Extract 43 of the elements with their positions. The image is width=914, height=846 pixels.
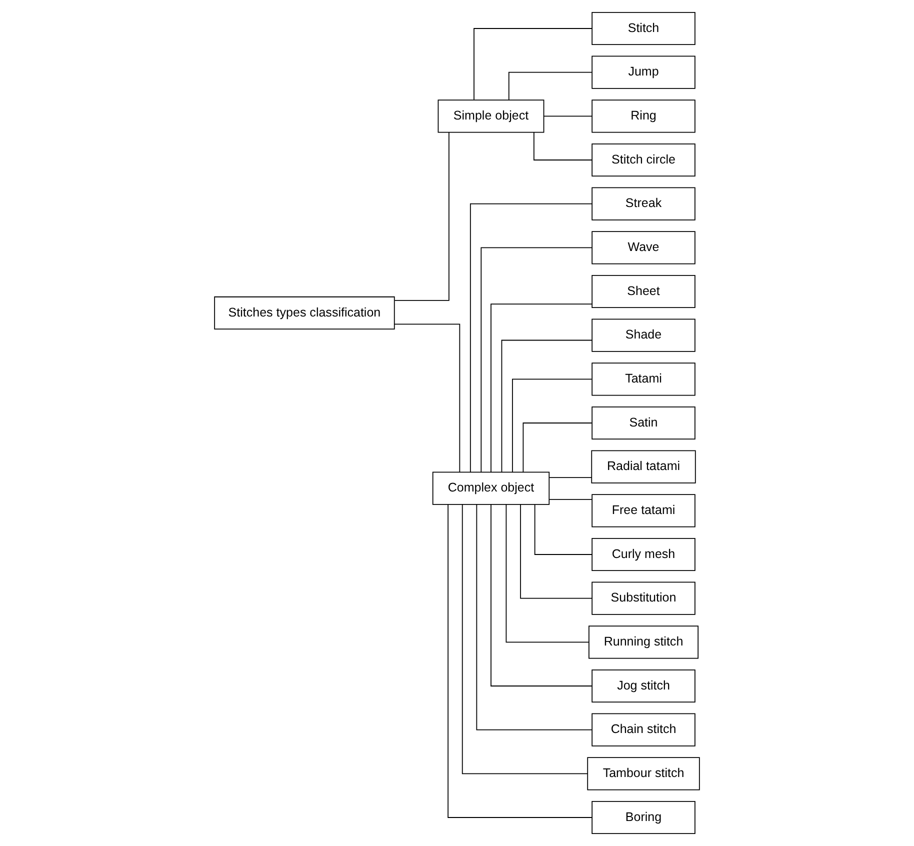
node-box: Simple object xyxy=(438,100,544,133)
connector xyxy=(476,504,592,730)
connector xyxy=(549,499,592,500)
connector xyxy=(480,247,592,473)
node-box: Complex object xyxy=(432,472,550,505)
node-box: Stitch circle xyxy=(592,143,696,177)
node-box: Free tatami xyxy=(592,494,696,528)
node-box: Chain stitch xyxy=(592,713,696,746)
node-box: Wave xyxy=(592,231,696,264)
connector xyxy=(490,304,592,472)
connector xyxy=(394,132,450,301)
connector xyxy=(394,324,460,472)
node-box: Boring xyxy=(592,800,696,834)
connector xyxy=(501,340,592,473)
connector xyxy=(490,504,592,686)
connector xyxy=(470,203,592,473)
connector xyxy=(474,28,592,100)
node-box: Ring xyxy=(592,100,696,133)
node-box: Radial tatami xyxy=(591,450,696,484)
node-box: Stitches types classification xyxy=(214,296,395,330)
connector xyxy=(512,378,592,473)
node-box: Sheet xyxy=(592,274,696,308)
connector xyxy=(533,132,592,160)
node-box: Stitch xyxy=(592,12,696,46)
connector xyxy=(462,504,588,774)
connector xyxy=(448,504,592,818)
node-box: Curly mesh xyxy=(592,538,696,572)
node-box: Running stitch xyxy=(588,626,699,659)
node-box: Streak xyxy=(592,187,696,220)
connector xyxy=(520,504,592,599)
node-box: Jump xyxy=(592,56,696,89)
connector xyxy=(534,504,592,555)
connector xyxy=(543,116,592,117)
node-box: Satin xyxy=(592,406,696,440)
connector xyxy=(522,422,592,473)
connector xyxy=(506,504,590,643)
node-box: Substitution xyxy=(592,582,696,615)
connector xyxy=(549,477,592,478)
node-box: Tatami xyxy=(592,362,696,396)
node-box: Tambour stitch xyxy=(587,757,700,790)
connector xyxy=(508,72,592,100)
node-box: Shade xyxy=(592,318,696,352)
node-box: Jog stitch xyxy=(592,669,696,703)
